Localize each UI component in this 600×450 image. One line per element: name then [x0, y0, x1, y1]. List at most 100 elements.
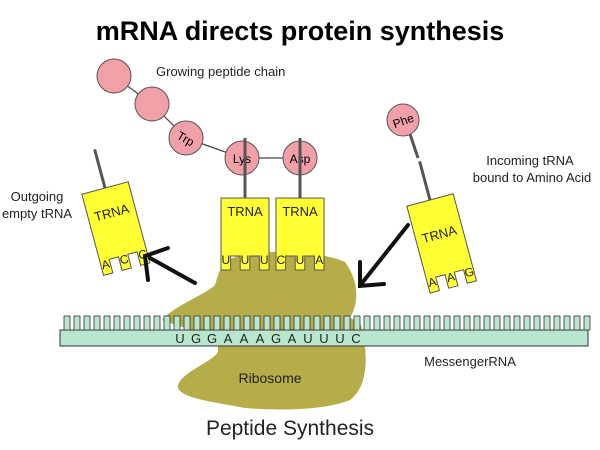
- anticodon-base: U: [241, 253, 250, 267]
- mrna-base-tooth: [243, 315, 251, 331]
- mrna-base-tooth: [163, 315, 171, 331]
- mrna-base-tooth: [473, 315, 481, 331]
- mrna-base-tooth: [233, 315, 241, 331]
- mrna-base-tooth: [413, 315, 421, 331]
- mrna-base-tooth: [203, 315, 211, 331]
- mrna-base-tooth: [133, 315, 141, 331]
- trna-label: TRNA: [282, 204, 318, 219]
- ribosome-label: Ribosome: [238, 370, 301, 386]
- mrna-base-tooth: [103, 315, 111, 331]
- mrna-strand: [59, 315, 591, 347]
- trna-stem: [418, 160, 432, 201]
- mrna-base-tooth: [543, 315, 551, 331]
- anticodon-base: U: [221, 253, 230, 267]
- mrna-codon-base: G: [271, 331, 281, 346]
- incoming-label-line2: bound to Amino Acid: [473, 170, 592, 185]
- mrna-codon-base: A: [288, 331, 297, 346]
- amino-acid: [168, 120, 204, 156]
- mrna-base-tooth: [143, 315, 151, 331]
- mrna-base-tooth: [463, 315, 471, 331]
- trna-body: [275, 197, 325, 271]
- mrna-base-tooth: [283, 315, 291, 331]
- diagram-caption: Peptide Synthesis: [206, 417, 374, 440]
- mrna-base-tooth: [513, 315, 521, 331]
- amino-acid: [96, 58, 132, 94]
- mrna-codon-base: G: [191, 331, 201, 346]
- mrna-base-tooth: [553, 315, 561, 331]
- trna-body: [220, 197, 270, 271]
- mrna-base-tooth: [453, 315, 461, 331]
- mrna-base-tooth: [193, 315, 201, 331]
- mrna-codon-base: A: [224, 331, 233, 346]
- mrna-base-tooth: [393, 315, 401, 331]
- mrna-codon-base: U: [319, 331, 328, 346]
- diagram-title: mRNA directs protein synthesis: [96, 16, 505, 46]
- anticodon-base: U: [296, 253, 305, 267]
- mrna-base-tooth: [263, 315, 271, 331]
- amino-acid: [224, 140, 260, 176]
- mrna-base-tooth: [153, 315, 161, 331]
- mrna-base-tooth: [423, 315, 431, 331]
- amino-acid-phe: [386, 103, 420, 137]
- anticodon-base: G: [463, 264, 476, 280]
- mrna-base-tooth: [93, 315, 101, 331]
- mrna-base-tooth: [173, 315, 181, 331]
- trna-stem: [93, 148, 107, 189]
- mrna-base-tooth: [403, 315, 411, 331]
- mrna-base-tooth: [253, 315, 261, 331]
- trna-body: [406, 193, 478, 294]
- amino-acid-label: Lys: [233, 152, 251, 166]
- arrow-incoming: [358, 223, 410, 289]
- growing-peptide-chain-label: Growing peptide chain: [156, 64, 285, 79]
- mrna-codon-base: C: [351, 331, 360, 346]
- mrna-base-tooth: [363, 315, 371, 331]
- mrna-base-tooth: [323, 315, 331, 331]
- mrna-base-tooth: [273, 315, 281, 331]
- mrna-base-tooth: [493, 315, 501, 331]
- mrna-base-tooth: [523, 315, 531, 331]
- mrna-base-tooth: [303, 315, 311, 331]
- mrna-codon-base: U: [303, 331, 312, 346]
- mrna-base-tooth: [353, 315, 361, 331]
- mrna-codon-base: A: [240, 331, 249, 346]
- anticodon-base: C: [276, 253, 285, 267]
- amino-acid-phe-label: Phe: [391, 111, 416, 132]
- mrna-codon-base: G: [207, 331, 217, 346]
- outgoing-label-line2: empty tRNA: [2, 206, 72, 221]
- outgoing-label-line1: Outgoing: [11, 189, 64, 204]
- mrna-base-tooth: [483, 315, 491, 331]
- incoming-label-line1: Incoming tRNA: [486, 153, 574, 168]
- mrna-base-tooth: [293, 315, 301, 331]
- mrna-base-tooth: [563, 315, 571, 331]
- mrna-base-tooth: [343, 315, 351, 331]
- mrna-base-tooth: [443, 315, 451, 331]
- mrna-base-tooth: [313, 315, 321, 331]
- arrow-outgoing: [142, 246, 197, 285]
- mrna-base-tooth: [583, 315, 591, 331]
- mrna-base-tooth: [83, 315, 91, 331]
- mrna-codon-base: U: [175, 331, 184, 346]
- amino-acid: [134, 86, 170, 122]
- trna-label: TRNA: [227, 204, 263, 219]
- mrna-base-tooth: [123, 315, 131, 331]
- mrna-base-tooth: [533, 315, 541, 331]
- anticodon-base: A: [445, 269, 456, 285]
- mrna-base-tooth: [433, 315, 441, 331]
- anticodon-base: A: [100, 257, 111, 273]
- mrna-label: MessengerRNA: [424, 354, 516, 369]
- mrna-codon-base: A: [256, 331, 265, 346]
- mrna-base-tooth: [213, 315, 221, 331]
- mrna-base-tooth: [573, 315, 581, 331]
- mrna-base-tooth: [333, 315, 341, 331]
- mrna-codon-base: U: [335, 331, 344, 346]
- anticodon-base: A: [315, 253, 323, 267]
- mrna-base-tooth: [73, 315, 81, 331]
- trna-body: [81, 181, 151, 276]
- mrna-base-tooth: [383, 315, 391, 331]
